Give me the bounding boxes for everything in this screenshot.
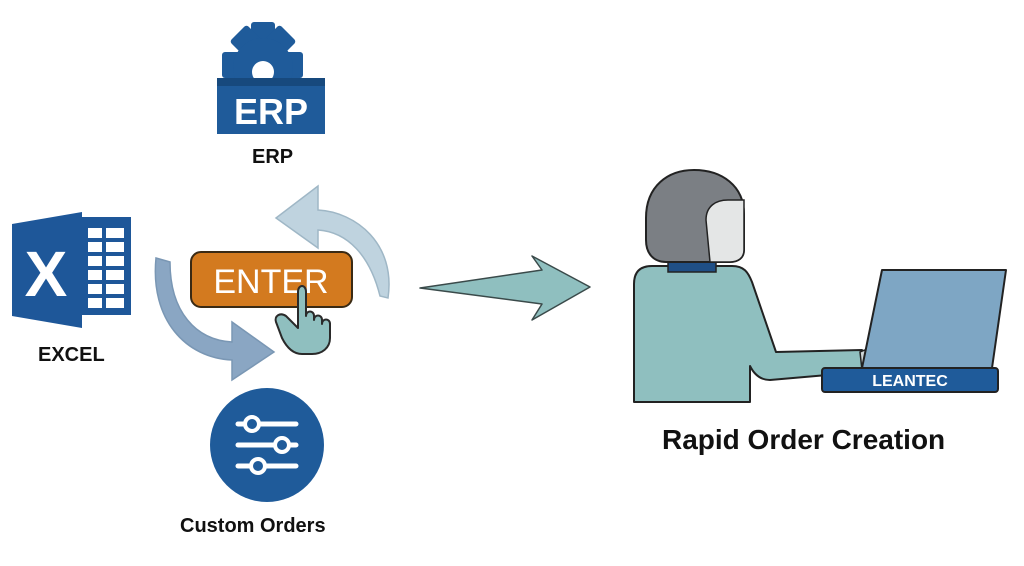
excel-icon: X xyxy=(12,212,131,328)
sliders-icon xyxy=(210,388,324,502)
erp-gear-icon: ERP xyxy=(217,22,325,134)
cycle-arrow-lower xyxy=(154,257,276,382)
pointing-hand-icon xyxy=(274,285,331,355)
excel-label: EXCEL xyxy=(38,344,105,366)
person-at-laptop-icon: LEANTEC xyxy=(633,168,1007,403)
excel-letter: X xyxy=(25,238,68,310)
diagram-title: Rapid Order Creation xyxy=(662,424,946,455)
enter-button-label: ENTER xyxy=(213,263,328,301)
custom-orders-label: Custom Orders xyxy=(180,515,326,537)
laptop-brand: LEANTEC xyxy=(872,373,948,390)
erp-badge-text: ERP xyxy=(234,91,308,132)
cycle-arrow-upper xyxy=(274,184,390,299)
erp-label: ERP xyxy=(252,146,294,168)
cycle-arrows xyxy=(154,184,390,382)
enter-button[interactable]: ENTER xyxy=(190,251,353,308)
flow-arrow xyxy=(419,255,591,321)
